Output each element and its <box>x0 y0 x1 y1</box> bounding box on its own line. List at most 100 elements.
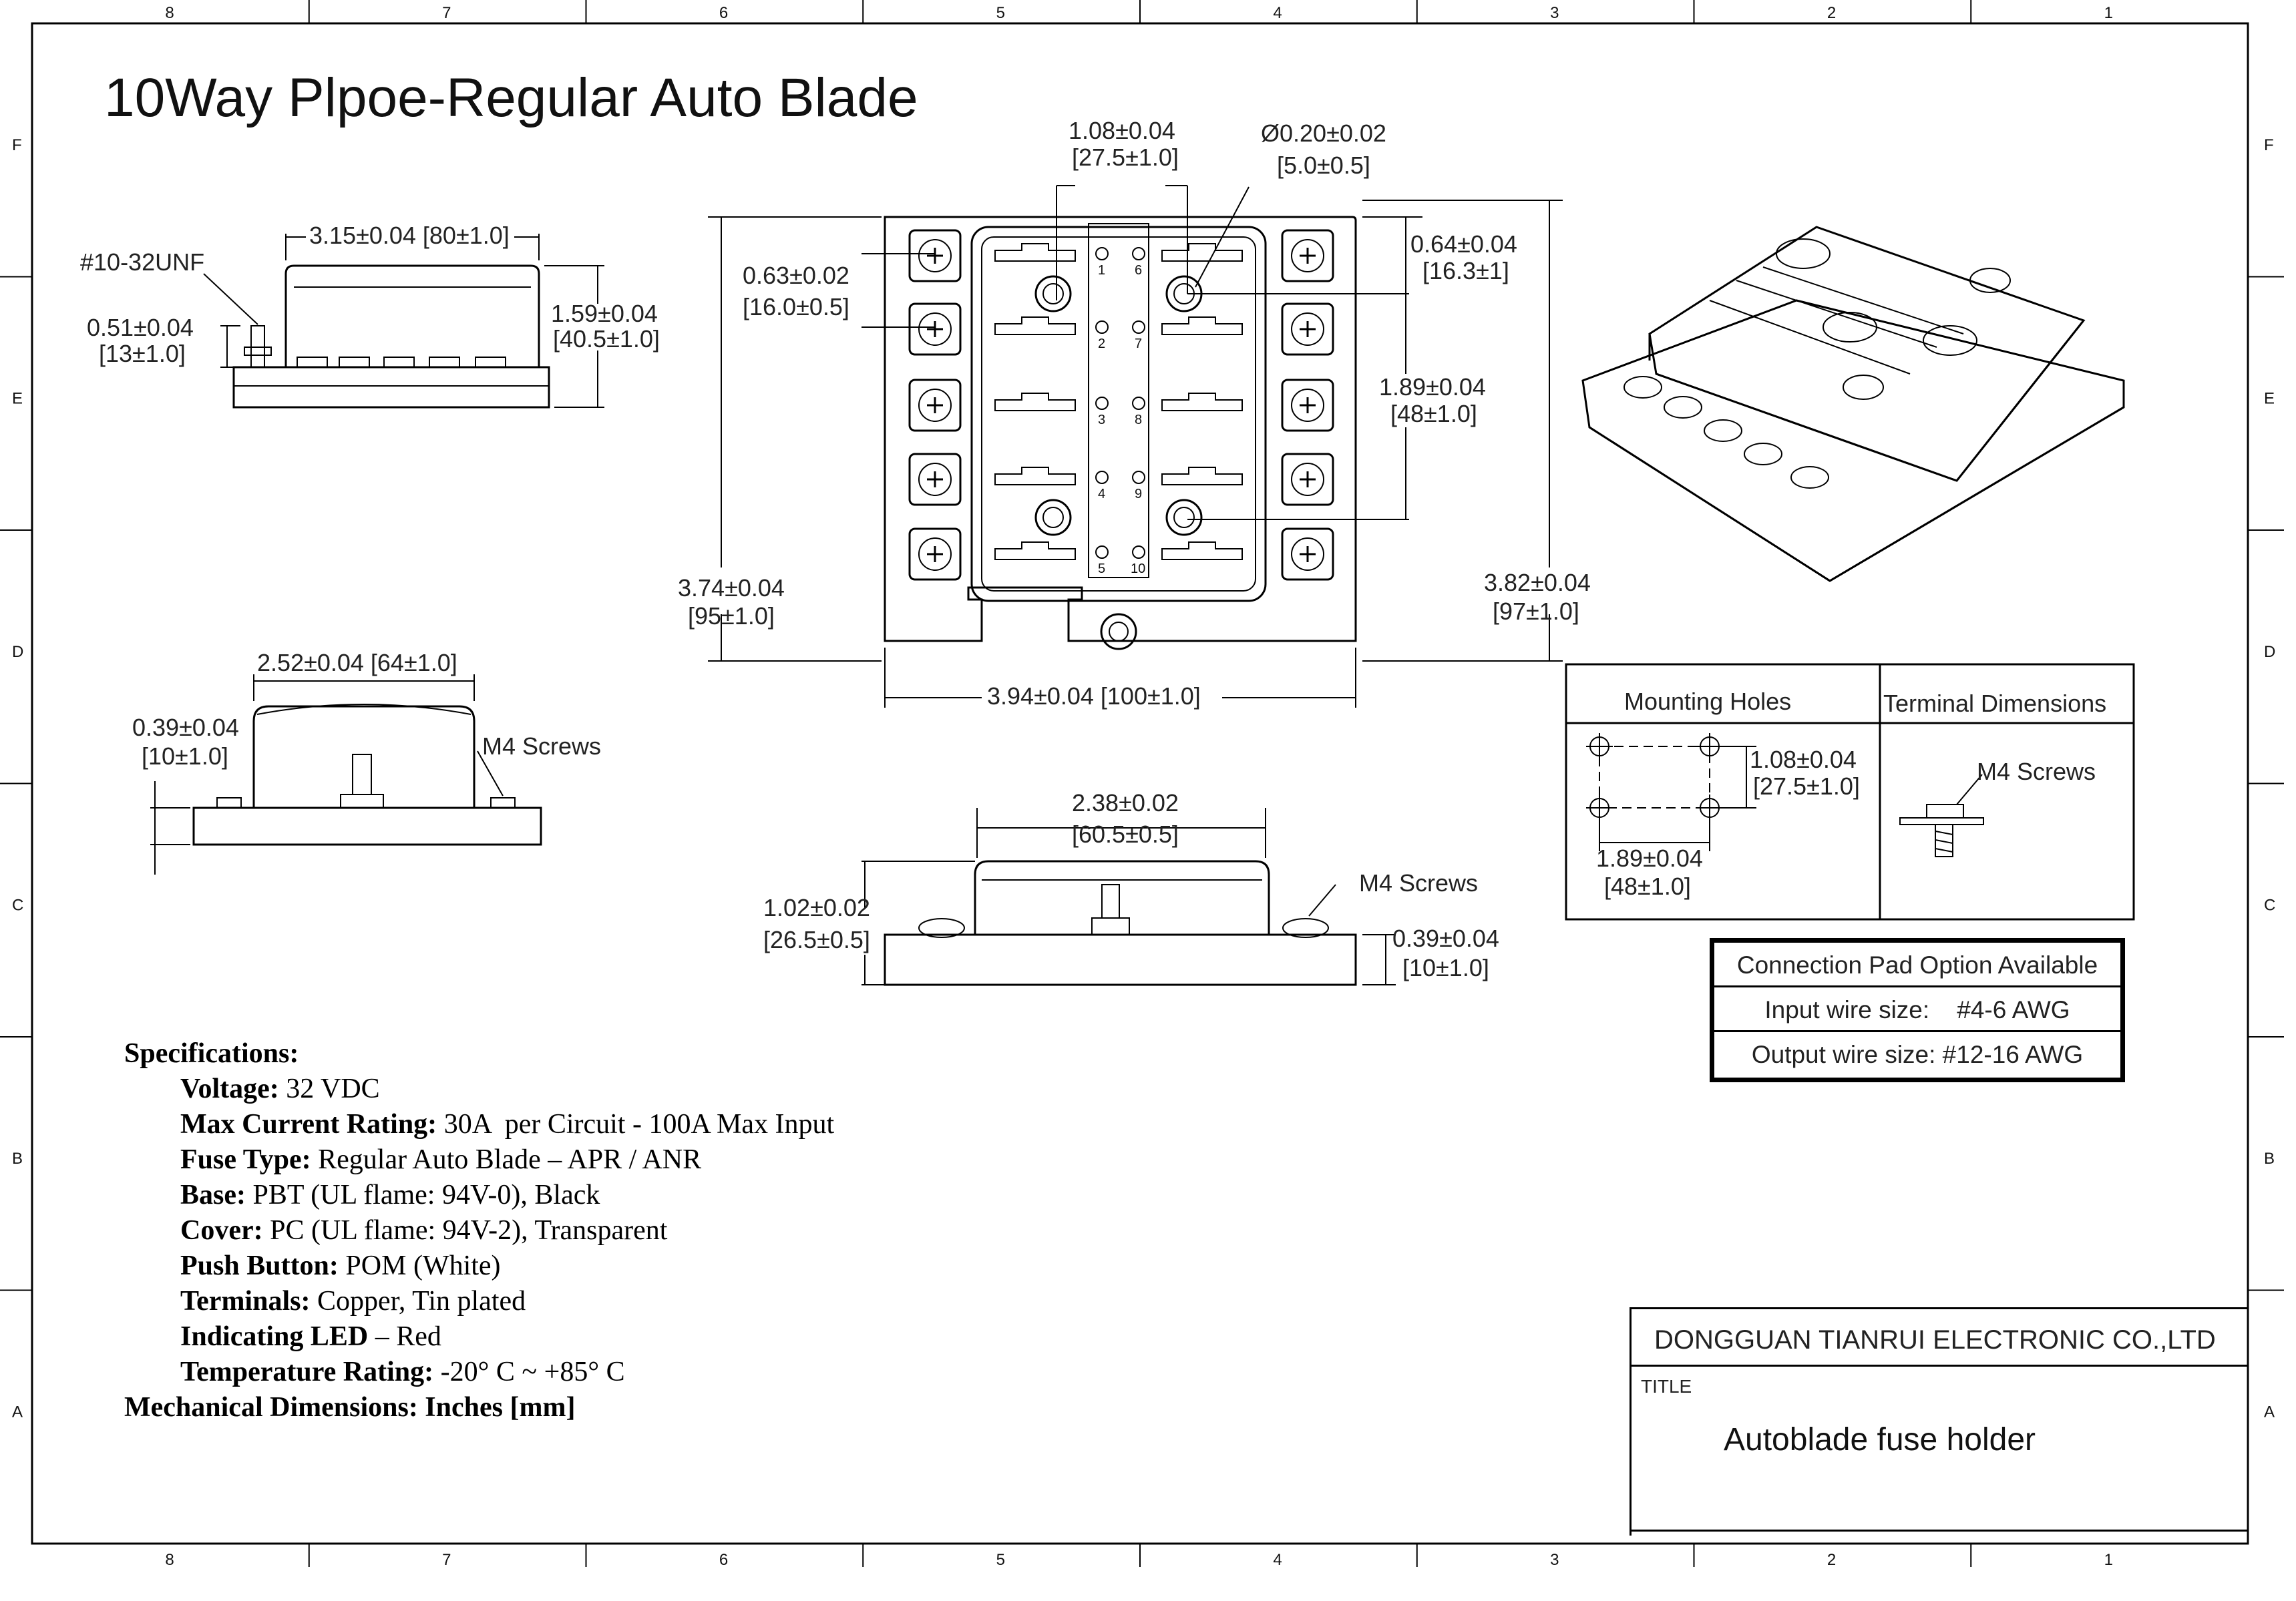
terminal-dims-header: Terminal Dimensions <box>1883 690 2106 717</box>
side-view <box>203 234 604 409</box>
spec-row: Indicating LED – Red <box>124 1319 992 1355</box>
zone-col-label: 2 <box>1827 4 1836 22</box>
title-block: DONGGUAN TIANRUI ELECTRONIC CO.,LTD TITL… <box>1630 1307 2248 1536</box>
zone-col-label: 7 <box>442 1551 451 1569</box>
fuse-blade-slot <box>994 243 1076 262</box>
spec-value: – Red <box>368 1321 441 1352</box>
end-view <box>150 674 542 875</box>
front-width-dim: 2.38±0.02 <box>1072 789 1179 817</box>
title-block-bottom-rule <box>1632 1530 2248 1532</box>
zone-col-label: 4 <box>1273 1551 1282 1569</box>
mount-v-mm: [27.5±1.0] <box>1753 772 1860 800</box>
terminal-block <box>1281 229 1334 282</box>
spec-label: Temperature Rating: <box>180 1357 434 1387</box>
stud-height-dim: 0.51±0.04 <box>87 314 194 341</box>
spec-value: 32 VDC <box>278 1074 380 1104</box>
zone-row-label: B <box>2264 1150 2275 1168</box>
spec-value: Copper, Tin plated <box>310 1286 526 1317</box>
terminal-screw-cross <box>1300 321 1316 337</box>
right-mid-mm: [48±1.0] <box>1390 400 1477 427</box>
inner-height-mm: [95±1.0] <box>688 602 775 630</box>
spec-label: Terminals: <box>180 1286 311 1317</box>
terminal-screw-cross <box>927 321 943 337</box>
zone-row-label: E <box>2264 389 2275 407</box>
terminal-screw <box>918 463 952 496</box>
hole-mm: [5.0±0.5] <box>1277 152 1370 179</box>
led-number: 9 <box>1135 487 1142 501</box>
iso-view <box>1581 226 2125 582</box>
spec-value: POM (White) <box>338 1250 501 1281</box>
terminal-screw-cross <box>927 248 943 264</box>
zone-col-label: 6 <box>719 4 728 22</box>
outer-height-dim: 3.82±0.04 <box>1484 569 1591 596</box>
terminal-block <box>908 302 962 356</box>
total-width-dim: 3.94±0.04 [100±1.0] <box>987 682 1201 710</box>
led-indicator <box>1095 247 1109 260</box>
connection-pad-box: Connection Pad Option Available Input wi… <box>1710 938 2125 1082</box>
input-wire-size: Input wire size: #4-6 AWG <box>1714 987 2120 1032</box>
zone-col-label: 8 <box>165 4 174 22</box>
top-view <box>708 185 1563 708</box>
terminal-block <box>908 453 962 506</box>
front-height-dim: 1.02±0.02 <box>763 894 870 921</box>
zone-row-label: B <box>12 1150 23 1168</box>
terminal-screw <box>1291 463 1324 496</box>
spec-row: Temperature Rating: -20° C ~ +85° C <box>124 1355 992 1390</box>
led-indicator <box>1132 320 1145 334</box>
terminal-screw-cross <box>927 546 943 562</box>
led-number: 2 <box>1098 336 1105 351</box>
zone-col-label: 8 <box>165 1551 174 1569</box>
led-indicator <box>1132 545 1145 559</box>
terminal-block <box>908 229 962 282</box>
terminal-screw <box>918 312 952 346</box>
spec-value: 30A per Circuit - 100A Max Input <box>437 1109 835 1140</box>
spec-value: PBT (UL flame: 94V-0), Black <box>246 1180 600 1210</box>
terminal-screw-cross <box>1300 248 1316 264</box>
zone-row-label: A <box>12 1403 23 1421</box>
output-wire-size: Output wire size: #12-16 AWG <box>1751 1041 2084 1068</box>
fuse-blade-slot <box>994 316 1076 335</box>
zone-col-label: 3 <box>1550 4 1559 22</box>
end-screws-label: M4 Screws <box>482 732 601 760</box>
terminal-block <box>1281 379 1334 432</box>
zone-col-label: 5 <box>996 4 1005 22</box>
led-indicator <box>1095 320 1109 334</box>
terminal-screw <box>1291 537 1324 571</box>
zone-row-label: C <box>12 896 23 914</box>
zone-row-label: F <box>2264 136 2274 154</box>
terminal-screw <box>918 389 952 422</box>
front-base-mm: [10±1.0] <box>1402 954 1489 981</box>
led-indicator <box>1132 397 1145 410</box>
spec-value: Regular Auto Blade – APR / ANR <box>311 1144 702 1175</box>
fuse-blade-slot <box>1161 467 1243 485</box>
front-screws-label: M4 Screws <box>1359 869 1478 897</box>
spec-label: Push Button: <box>180 1250 339 1281</box>
spec-row: Terminals: Copper, Tin plated <box>124 1284 992 1319</box>
front-height-mm: [26.5±0.5] <box>763 926 870 953</box>
side-width-dim: 3.15±0.04 [80±1.0] <box>309 222 510 249</box>
front-base-dim: 0.39±0.04 <box>1392 925 1499 952</box>
zone-col-label: 3 <box>1550 1551 1559 1569</box>
led-number: 8 <box>1135 413 1142 427</box>
terminal-screw-cross <box>1300 546 1316 562</box>
end-base-dim: 0.39±0.04 <box>132 714 239 741</box>
zone-col-label: 6 <box>719 1551 728 1569</box>
outer-height-mm: [97±1.0] <box>1493 598 1579 625</box>
stud-height-mm: [13±1.0] <box>99 340 186 367</box>
row-mm: [16.0±0.5] <box>743 293 849 320</box>
terminal-screw-cross <box>1300 471 1316 487</box>
spec-value: PC (UL flame: 94V-2), Transparent <box>262 1215 668 1246</box>
spec-row: Voltage: 32 VDC <box>124 1072 992 1107</box>
zone-row-label: F <box>12 136 22 154</box>
zone-col-label: 5 <box>996 1551 1005 1569</box>
spec-row: Base: PBT (UL flame: 94V-0), Black <box>124 1178 992 1213</box>
fuse-blade-slot <box>994 393 1076 411</box>
zone-col-label: 4 <box>1273 4 1282 22</box>
fuse-blade-slot <box>1161 393 1243 411</box>
led-indicator <box>1095 471 1109 484</box>
terminal-screw <box>918 537 952 571</box>
terminal-block <box>1281 302 1334 356</box>
